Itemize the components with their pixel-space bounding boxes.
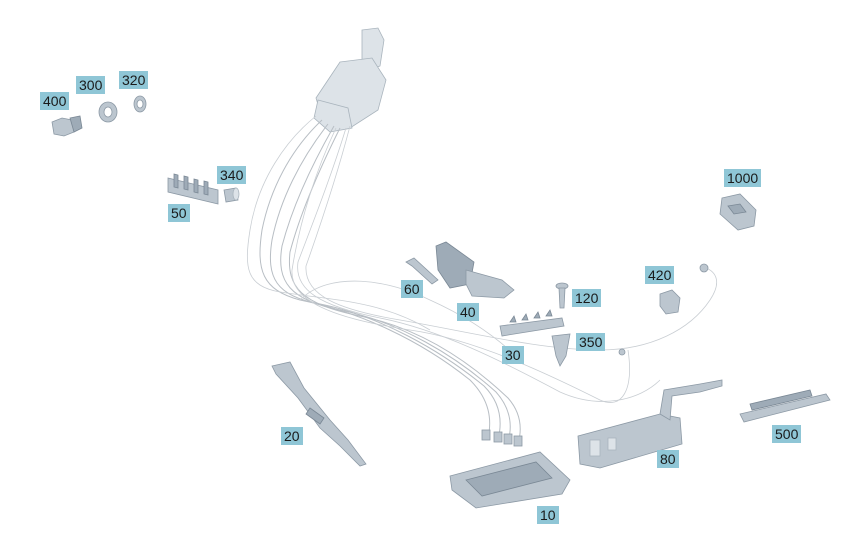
callout-1000[interactable]: 1000 [724,169,762,187]
callout-500[interactable]: 500 [772,425,802,443]
part-10-grid-block[interactable] [449,451,571,509]
part-60-bracket[interactable] [405,257,439,285]
callout-400[interactable]: 400 [40,92,70,110]
callout-120[interactable]: 120 [572,289,602,307]
part-40-cover[interactable] [435,241,515,299]
part-50-clip-strip[interactable] [167,173,219,205]
harness-connector [313,27,387,133]
part-500-rail[interactable] [739,389,831,423]
callout-300[interactable]: 300 [76,76,106,94]
part-400-fitting[interactable] [51,115,83,137]
callout-20[interactable]: 20 [281,427,303,445]
part-420-clamp[interactable] [659,289,681,315]
part-340-sleeve[interactable] [223,187,240,203]
part-20-bracket[interactable] [271,361,367,467]
callout-320[interactable]: 320 [119,71,149,89]
callout-50[interactable]: 50 [168,204,190,222]
callout-30[interactable]: 30 [502,346,524,364]
part-1000-module[interactable] [719,193,757,231]
callout-80[interactable]: 80 [657,450,679,468]
callout-10[interactable]: 10 [537,506,559,524]
wiring-harness[interactable] [247,27,718,447]
part-350-plug[interactable] [551,333,571,367]
part-120-screw[interactable] [555,282,569,309]
part-80-plate[interactable] [577,379,723,469]
callout-340[interactable]: 340 [217,166,247,184]
callout-350[interactable]: 350 [576,333,606,351]
callout-420[interactable]: 420 [645,266,675,284]
part-30-comb-strip[interactable] [499,309,565,337]
part-300-washer[interactable] [98,101,118,123]
part-320-ring[interactable] [133,95,147,113]
callout-60[interactable]: 60 [401,280,423,298]
callout-40[interactable]: 40 [457,303,479,321]
